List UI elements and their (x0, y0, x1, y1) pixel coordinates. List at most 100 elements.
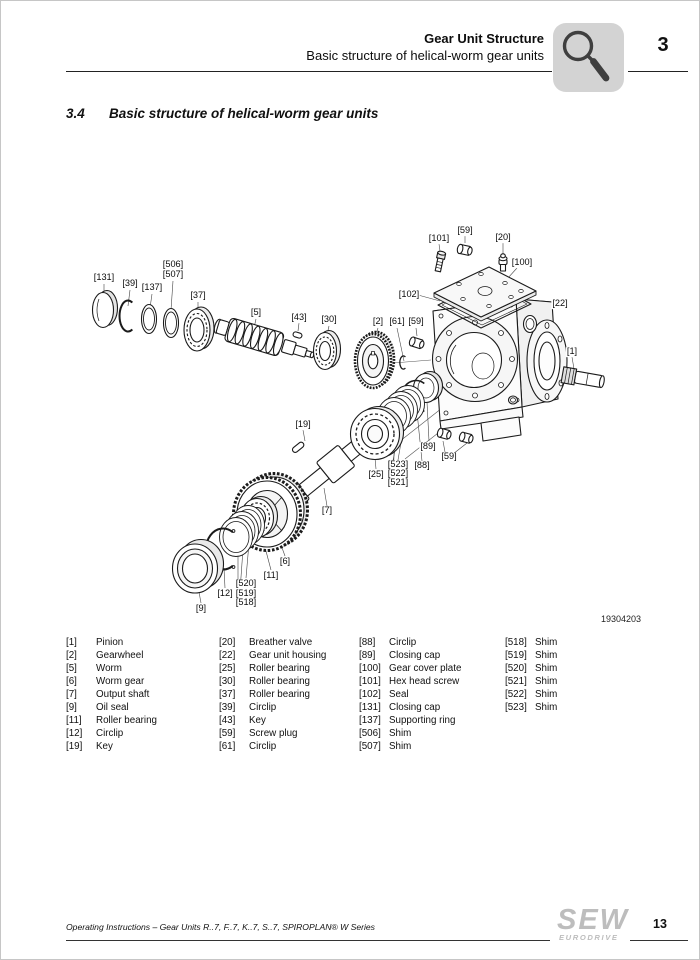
part-number: [101] (359, 675, 381, 687)
part-name: Shim (535, 701, 558, 713)
part-name: Gear cover plate (389, 662, 462, 674)
diagram-part-label: [506] (161, 259, 185, 270)
part-number: [2] (66, 649, 77, 661)
diagram-part-label: [7] (320, 505, 334, 516)
part-name: Gearwheel (96, 649, 144, 661)
part-name: Roller bearing (96, 714, 157, 726)
diagram-part-label: [5] (249, 307, 263, 318)
figure-number: 19304203 (600, 614, 641, 624)
part-number: [37] (219, 688, 236, 700)
part-name: Seal (389, 688, 409, 700)
diagram-part-label: [61] (388, 316, 406, 327)
footer-rule-left (66, 940, 550, 941)
magnifier-icon (553, 30, 624, 96)
part-number: [137] (359, 714, 381, 726)
diagram-part-label: [12] (216, 588, 234, 599)
parts-list-column: [518]Shim[519]Shim[520]Shim[521]Shim[522… (505, 637, 557, 715)
part-name: Circlip (249, 701, 277, 713)
page-number: 13 (653, 917, 667, 931)
parts-list-item: [507]Shim (359, 741, 461, 754)
diagram-part-label: [89] (419, 441, 437, 452)
part-name: Supporting ring (389, 714, 456, 726)
part-number: [89] (359, 649, 376, 661)
part-name: Shim (535, 662, 558, 674)
part-name: Worm gear (96, 675, 145, 687)
diagram-part-label: [59] (456, 225, 474, 236)
part-name: Roller bearing (249, 662, 310, 674)
header-rule-right (628, 71, 688, 73)
part-number: [506] (359, 727, 381, 739)
part-number: [25] (219, 662, 236, 674)
parts-list-item: [19] Key (66, 741, 157, 754)
diagram-part-label: [11] (262, 570, 280, 581)
diagram-part-label: [100] (510, 257, 534, 268)
exploded-view-diagram: [131][39][137][506][507][37][5][43][30][… (61, 211, 681, 631)
diagram-part-label: [137] (140, 282, 164, 293)
part-number: [6] (66, 675, 77, 687)
part-name: Key (249, 714, 266, 726)
part-name: Closing cap (389, 649, 441, 661)
part-name: Shim (535, 675, 558, 687)
diagram-part-label: [518] (234, 597, 258, 608)
part-number: [61] (219, 740, 236, 752)
diagram-part-label: [102] (397, 289, 421, 300)
diagram-part-label: [101] (427, 233, 451, 244)
part-number: [9] (66, 701, 77, 713)
parts-list-item: [521]Shim (505, 676, 557, 689)
parts-list-item: [43]Key (219, 715, 326, 728)
part-number: [20] (219, 637, 236, 648)
diagram-part-label: [20] (494, 232, 512, 243)
header-rule-left (66, 71, 552, 73)
parts-list-item: [11] Roller bearing (66, 715, 157, 728)
footer-document-title: Operating Instructions – Gear Units R..7… (66, 922, 375, 932)
parts-list-item: [25] Roller bearing (219, 663, 326, 676)
parts-list-item: [518]Shim (505, 637, 557, 650)
section-number: 3.4 (66, 106, 85, 121)
parts-list-item: [131]Closing cap (359, 702, 461, 715)
diagram-part-label: [6] (278, 556, 292, 567)
parts-list-item: [102]Seal (359, 689, 461, 702)
parts-list-item: [61] Circlip (219, 741, 326, 754)
parts-list-item: [506]Shim (359, 728, 461, 741)
parts-list-item: [22] Gear unit housing (219, 650, 326, 663)
part-name: Gear unit housing (249, 649, 327, 661)
part-number: [11] (66, 714, 82, 726)
part-number: [30] (219, 675, 236, 687)
part-name: Pinion (96, 637, 124, 648)
diagram-part-label: [88] (413, 460, 431, 471)
part-name: Shim (535, 688, 558, 700)
sew-logo: SEW (557, 904, 630, 936)
chapter-number: 3 (657, 34, 669, 56)
parts-list-item: [37] Roller bearing (219, 689, 326, 702)
parts-list-item: [101]Hex head screw (359, 676, 461, 689)
part-number: [1] (66, 637, 77, 648)
part-name: Screw plug (249, 727, 298, 739)
part-name: Roller bearing (249, 688, 310, 700)
diagram-part-label: [1] (565, 346, 579, 357)
part-name: Key (96, 740, 113, 752)
part-number: [39] (219, 701, 236, 713)
part-name: Shim (535, 649, 558, 661)
parts-list-item: [30] Roller bearing (219, 676, 326, 689)
parts-list-item: [523]Shim (505, 702, 557, 715)
part-name: Oil seal (96, 701, 129, 713)
parts-list-item: [100]Gear cover plate (359, 663, 461, 676)
part-number: [19] (66, 740, 83, 752)
parts-list-item: [88]Circlip (359, 637, 461, 650)
diagram-part-label: [25] (367, 469, 385, 480)
part-number: [22] (219, 649, 236, 661)
section-title: Basic structure of helical-worm gear uni… (109, 106, 379, 121)
header-subtitle: Basic structure of helical-worm gear uni… (306, 48, 544, 63)
gear-unit-drawing (91, 236, 605, 604)
parts-list-item: [39] Circlip (219, 702, 326, 715)
part-number: [7] (66, 688, 77, 700)
part-name: Breather valve (249, 637, 313, 648)
parts-list-item: [9] Oil seal (66, 702, 157, 715)
diagram-part-label: [522] (386, 468, 410, 479)
diagram-part-label: [39] (121, 278, 139, 289)
parts-list-item: [12]Circlip (66, 728, 157, 741)
diagram-part-label: [520] (234, 578, 258, 589)
part-name: Roller bearing (249, 675, 310, 687)
part-name: Circlip (249, 740, 277, 752)
